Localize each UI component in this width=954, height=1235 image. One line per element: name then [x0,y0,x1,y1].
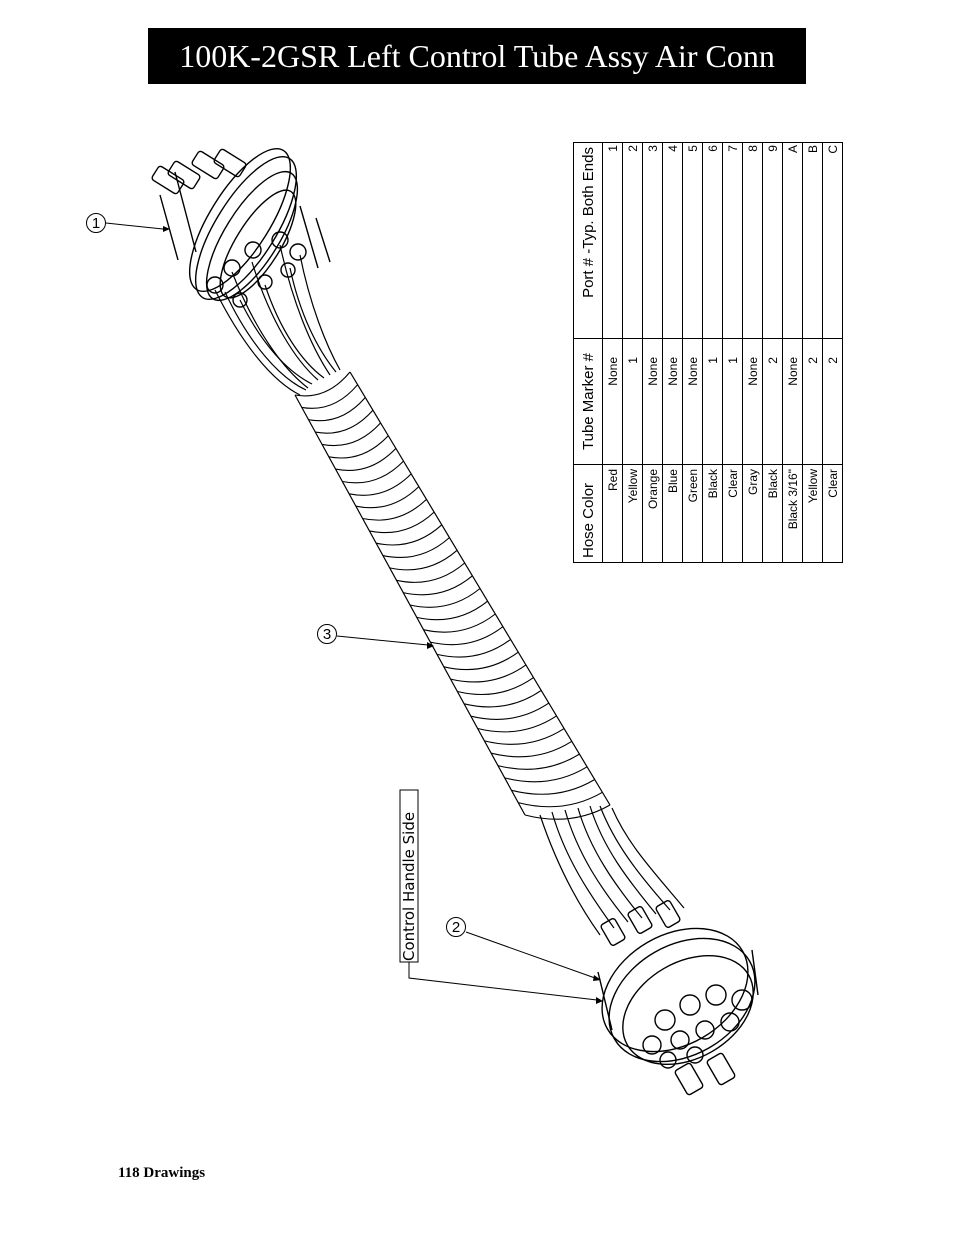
cell-tube-marker: None [782,338,803,465]
callout-2-label: 2 [452,919,460,936]
cell-port: 4 [662,142,683,339]
conduit-ribs [294,371,611,820]
header-port: Port # -Typ. Both Ends [573,142,603,339]
cell-tube-marker: 2 [762,338,783,465]
cell-tube-marker: None [602,338,623,465]
cell-hose-color: Gray [742,464,763,563]
cell-hose-color: Black [762,464,783,563]
cell-hose-color: Clear [822,464,843,563]
page-title-bar: 100K-2GSR Left Control Tube Assy Air Con… [148,28,806,84]
table-header-row: Hose Color Tube Marker # Port # -Typ. Bo… [573,142,603,563]
callout-3-label: 3 [323,626,331,643]
cell-port: 3 [642,142,663,339]
cell-tube-marker: 1 [702,338,723,465]
cell-tube-marker: 1 [722,338,743,465]
hose-port-table: Hose Color Tube Marker # Port # -Typ. Bo… [573,142,843,563]
top-hose-bundle [214,244,341,396]
cell-hose-color: Black 3/16" [782,464,803,563]
cell-port: B [802,142,823,339]
cell-hose-color: Green [682,464,703,563]
cell-port: 6 [702,142,723,339]
cell-hose-color: Red [602,464,623,563]
control-handle-label: Control Handle Side [399,789,603,1004]
top-connector [151,147,331,308]
cell-port: A [782,142,803,339]
cell-hose-color: Orange [642,464,663,563]
cell-port: 5 [682,142,703,339]
corrugated-conduit [294,371,611,816]
cell-port: 1 [602,142,623,339]
cell-tube-marker: 2 [822,338,843,465]
header-tube-marker: Tube Marker # [573,338,603,465]
port-table: Hose Color Tube Marker # Port # -Typ. Bo… [573,142,843,563]
cell-tube-marker: None [642,338,663,465]
cell-port: 2 [622,142,643,339]
bottom-hose-bundle [539,805,685,936]
cell-port: 9 [762,142,783,339]
cell-tube-marker: None [682,338,703,465]
cell-tube-marker: None [662,338,683,465]
cell-hose-color: Blue [662,464,683,563]
cell-hose-color: Black [702,464,723,563]
page-footer: 118 Drawings [118,1165,206,1181]
cell-port: 8 [742,142,763,339]
page-title: 100K-2GSR Left Control Tube Assy Air Con… [179,37,775,74]
cell-tube-marker: 2 [802,338,823,465]
callout-1: 1 [86,213,170,233]
callout-1-label: 1 [92,215,100,232]
control-handle-label-text: Control Handle Side [400,812,418,961]
cell-hose-color: Clear [722,464,743,563]
callout-2: 2 [446,917,601,981]
cell-hose-color: Yellow [802,464,823,563]
cell-tube-marker: 1 [622,338,643,465]
cell-tube-marker: None [742,338,763,465]
header-hose-color: Hose Color [573,464,603,563]
cell-port: 7 [722,142,743,339]
cell-hose-color: Yellow [622,464,643,563]
bottom-connector [597,900,759,1096]
callout-3: 3 [317,624,434,649]
cell-port: C [822,142,843,339]
